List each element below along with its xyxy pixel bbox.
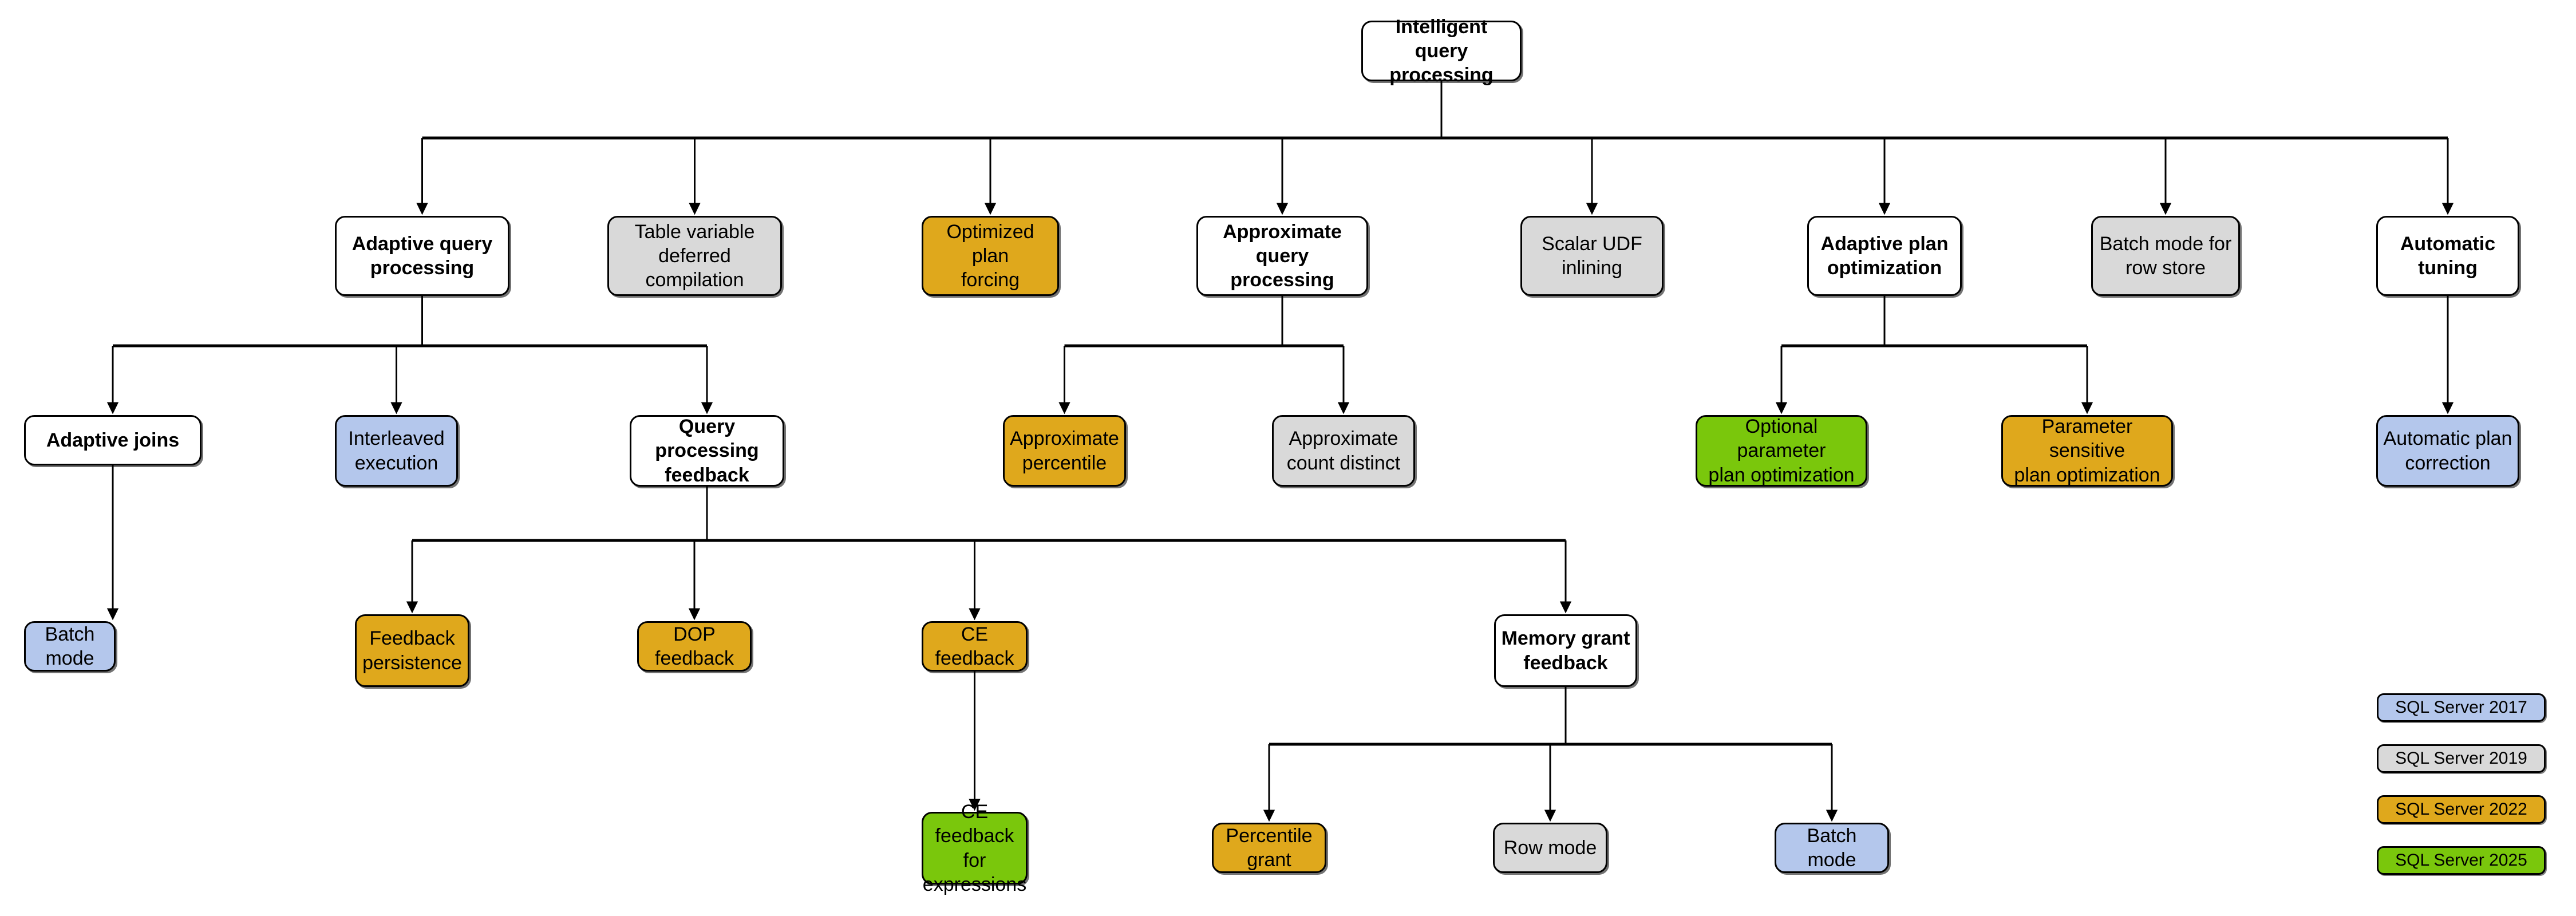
node-rowmode[interactable]: Row mode xyxy=(1493,823,1607,873)
node-label: Adaptive query processing xyxy=(351,232,493,279)
node-label: Automatic tuning xyxy=(2400,232,2496,279)
node-label: Optional parameter plan optimization xyxy=(1708,416,1855,486)
node-label: Memory grant feedback xyxy=(1501,627,1630,674)
node-label: Table variable deferred compilation xyxy=(634,220,755,291)
node-label: Approximate count distinct xyxy=(1286,428,1401,474)
node-label: Batch mode xyxy=(45,623,95,669)
legend-label: SQL Server 2019 xyxy=(2395,749,2527,768)
node-approxcd[interactable]: Approximate count distinct xyxy=(1272,415,1415,487)
node-cefb[interactable]: CE feedback xyxy=(922,621,1028,672)
node-batchmode2[interactable]: Batch mode xyxy=(1775,823,1889,873)
node-label: DOP feedback xyxy=(655,623,734,669)
legend-label: SQL Server 2022 xyxy=(2395,800,2527,819)
node-label: Query processing feedback xyxy=(655,416,759,486)
node-label: CE feedback xyxy=(935,623,1014,669)
node-label: Interleaved execution xyxy=(348,428,445,474)
legend-2019[interactable]: SQL Server 2019 xyxy=(2377,744,2546,773)
legend-2022[interactable]: SQL Server 2022 xyxy=(2377,795,2546,824)
node-approxpct[interactable]: Approximate percentile xyxy=(1003,415,1126,487)
legend-2017[interactable]: SQL Server 2017 xyxy=(2377,693,2546,722)
node-label: Scalar UDF inlining xyxy=(1542,232,1642,279)
node-label: Optimized plan forcing xyxy=(946,220,1034,291)
node-label: Approximate query processing xyxy=(1223,220,1342,291)
node-pspo[interactable]: Parameter sensitive plan optimization xyxy=(2001,415,2173,487)
legend-label: SQL Server 2017 xyxy=(2395,698,2527,717)
legend-2025[interactable]: SQL Server 2025 xyxy=(2377,846,2546,875)
node-pctgrant[interactable]: Percentile grant xyxy=(1212,823,1326,873)
node-apo[interactable]: Adaptive plan optimization xyxy=(1807,216,1962,296)
node-approxqp[interactable]: Approximate query processing xyxy=(1196,216,1368,296)
node-interleaved[interactable]: Interleaved execution xyxy=(335,415,458,487)
node-fbpersist[interactable]: Feedback persistence xyxy=(355,614,469,687)
node-adaptjoins[interactable]: Adaptive joins xyxy=(24,415,202,465)
node-label: Adaptive joins xyxy=(46,429,180,451)
node-label: Parameter sensitive plan optimization xyxy=(2014,416,2160,486)
node-tvdc[interactable]: Table variable deferred compilation xyxy=(607,216,782,296)
node-label: Percentile grant xyxy=(1226,824,1313,871)
node-aqp[interactable]: Adaptive query processing xyxy=(335,216,509,296)
node-dopfb[interactable]: DOP feedback xyxy=(637,621,752,672)
legend-label: SQL Server 2025 xyxy=(2395,851,2527,870)
node-label: Row mode xyxy=(1503,836,1597,859)
node-qpf[interactable]: Query processing feedback xyxy=(630,415,784,487)
node-apc[interactable]: Automatic plan correction xyxy=(2376,415,2519,487)
node-root[interactable]: Intelligent query processing xyxy=(1361,16,1522,86)
node-opf[interactable]: Optimized plan forcing xyxy=(922,216,1059,296)
node-label: Batch mode for row store xyxy=(2099,232,2232,279)
node-cefbexpr[interactable]: CE feedback for expressions xyxy=(922,801,1028,895)
node-label: CE feedback for expressions xyxy=(922,801,1027,895)
node-label: Intelligent query processing xyxy=(1389,15,1494,86)
node-mgf[interactable]: Memory grant feedback xyxy=(1494,614,1637,687)
node-udf[interactable]: Scalar UDF inlining xyxy=(1520,216,1664,296)
node-label: Feedback persistence xyxy=(362,627,462,674)
node-label: Adaptive plan optimization xyxy=(1820,232,1949,279)
node-label: Automatic plan correction xyxy=(2383,428,2512,474)
node-label: Approximate percentile xyxy=(1010,428,1119,474)
node-oppo[interactable]: Optional parameter plan optimization xyxy=(1696,415,1867,487)
node-label: Batch mode xyxy=(1807,824,1857,871)
node-bmrs[interactable]: Batch mode for row store xyxy=(2091,216,2240,296)
node-batchmode1[interactable]: Batch mode xyxy=(24,621,116,672)
node-autotune[interactable]: Automatic tuning xyxy=(2376,216,2519,296)
